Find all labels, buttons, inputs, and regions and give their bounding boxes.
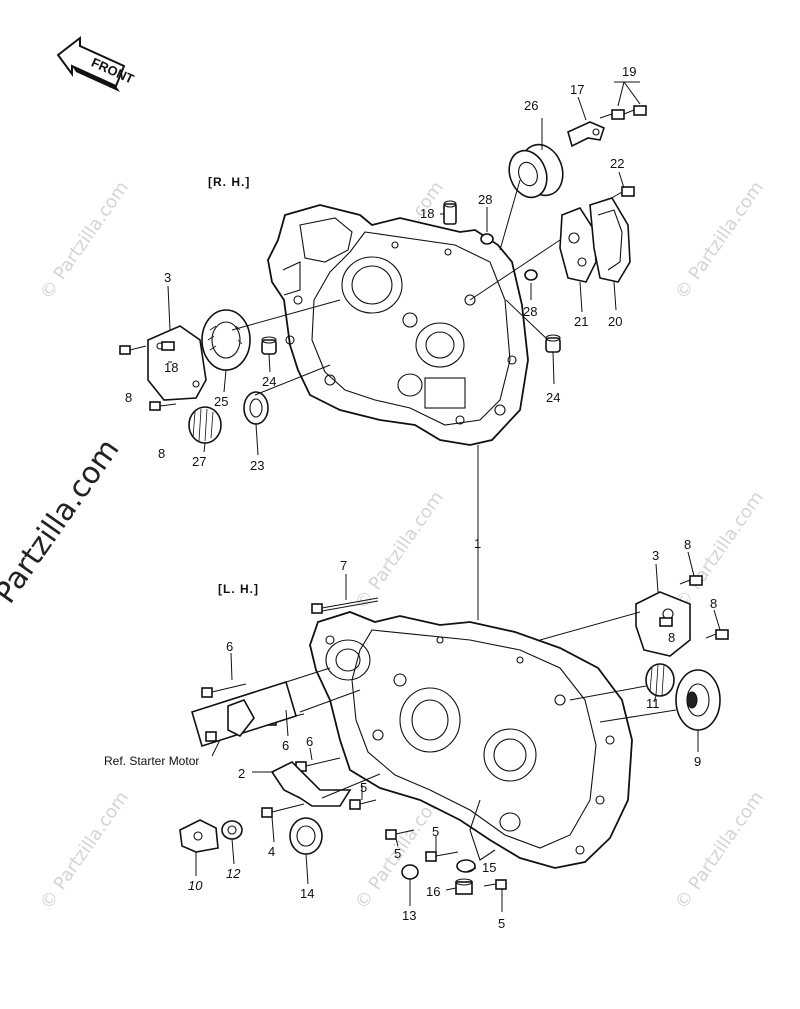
callout-4: 4	[268, 844, 275, 859]
starter-motor-bracket	[191, 680, 297, 748]
dowel-24b	[545, 334, 561, 353]
callout-11: 11	[646, 696, 660, 711]
bolt-6c	[295, 757, 341, 772]
callout-27: 27	[192, 454, 206, 469]
reference-starter-motor: Ref. Starter Motor	[104, 754, 199, 768]
rh-crankcase	[267, 204, 529, 446]
washer-12	[221, 820, 243, 840]
callout-6b: 6	[282, 738, 289, 753]
bolt-5a	[349, 799, 377, 810]
callout-8c: 8	[684, 537, 691, 552]
callout-8d: 8	[710, 596, 717, 611]
callout-17: 17	[570, 82, 584, 97]
lh-crankcase	[309, 611, 633, 869]
bolt-5b	[385, 829, 415, 840]
bolt-8e	[705, 629, 729, 640]
nut-13	[401, 864, 419, 880]
callout-3b: 3	[652, 548, 659, 563]
bolt-7	[311, 597, 379, 614]
callout-13: 13	[402, 908, 416, 923]
callout-6c: 6	[306, 734, 313, 749]
needle-bearing-27	[188, 406, 222, 444]
callout-28b: 28	[523, 304, 537, 319]
bearing-25	[201, 309, 251, 371]
bolt-8c	[679, 575, 703, 586]
callout-14: 14	[300, 886, 314, 901]
callout-20: 20	[608, 314, 622, 329]
callout-5a: 5	[360, 780, 367, 795]
callout-7: 7	[340, 558, 347, 573]
callout-8e: 8	[668, 630, 675, 645]
section-label-rh: [R. H.]	[208, 175, 250, 189]
bolt-5c	[425, 851, 459, 862]
callout-8b: 8	[158, 446, 165, 461]
bolt-6a	[201, 683, 247, 698]
bolt-8d	[659, 617, 673, 627]
callout-6a: 6	[226, 639, 233, 654]
bolt-4	[261, 803, 305, 818]
cover-20	[589, 197, 631, 283]
screw-18b	[161, 341, 175, 351]
seal-23	[243, 391, 269, 425]
callout-28a: 28	[478, 192, 492, 207]
bolt-19	[599, 105, 647, 120]
bearing-9	[675, 669, 721, 731]
callout-2: 2	[238, 766, 245, 781]
callout-26: 26	[524, 98, 538, 113]
plate-2	[270, 761, 352, 807]
callout-21: 21	[574, 314, 588, 329]
callout-24b: 24	[546, 390, 560, 405]
bolt-8b	[149, 401, 177, 411]
callout-5d: 5	[498, 916, 505, 931]
callout-22: 22	[610, 156, 624, 171]
callout-15: 15	[482, 860, 496, 875]
nut-28b	[524, 269, 538, 281]
bolt-8a	[119, 345, 147, 355]
callout-18a: 18	[420, 206, 434, 221]
seal-14	[289, 817, 323, 855]
section-label-lh: [L. H.]	[218, 582, 259, 596]
callout-25: 25	[214, 394, 228, 409]
washer-15	[456, 859, 476, 873]
callout-18b: 18	[164, 360, 178, 375]
cap-10	[179, 819, 219, 853]
callout-3a: 3	[164, 270, 171, 285]
callout-numbers: 1 2 3 3 4 5 5 5 5 6 6 6 7 8 8 8 8 8 9 10…	[125, 64, 717, 931]
drain-plug-16	[455, 878, 473, 895]
rh-leader-lines	[167, 81, 641, 620]
callout-10: 10	[188, 878, 203, 893]
front-arrow: FRONT	[56, 35, 136, 92]
pin-18a	[443, 200, 457, 225]
callout-16: 16	[426, 884, 440, 899]
rh-parts	[119, 105, 647, 444]
bolt-22	[621, 186, 635, 197]
lh-leader-lines	[195, 551, 721, 912]
callout-5c: 5	[394, 846, 401, 861]
bolt-5d	[483, 879, 507, 890]
needle-bearing-11	[645, 663, 675, 697]
nut-28a	[480, 233, 494, 245]
callout-23: 23	[250, 458, 264, 473]
callout-9: 9	[694, 754, 701, 769]
callout-12: 12	[226, 866, 241, 881]
callout-8a: 8	[125, 390, 132, 405]
callout-24a: 24	[262, 374, 276, 389]
bearing-26	[508, 143, 564, 199]
callout-5b: 5	[432, 824, 439, 839]
dowel-24a	[261, 336, 277, 355]
bracket-17	[567, 121, 605, 148]
callout-1: 1	[474, 536, 481, 551]
callout-19: 19	[622, 64, 636, 79]
gasket-21	[559, 207, 597, 283]
